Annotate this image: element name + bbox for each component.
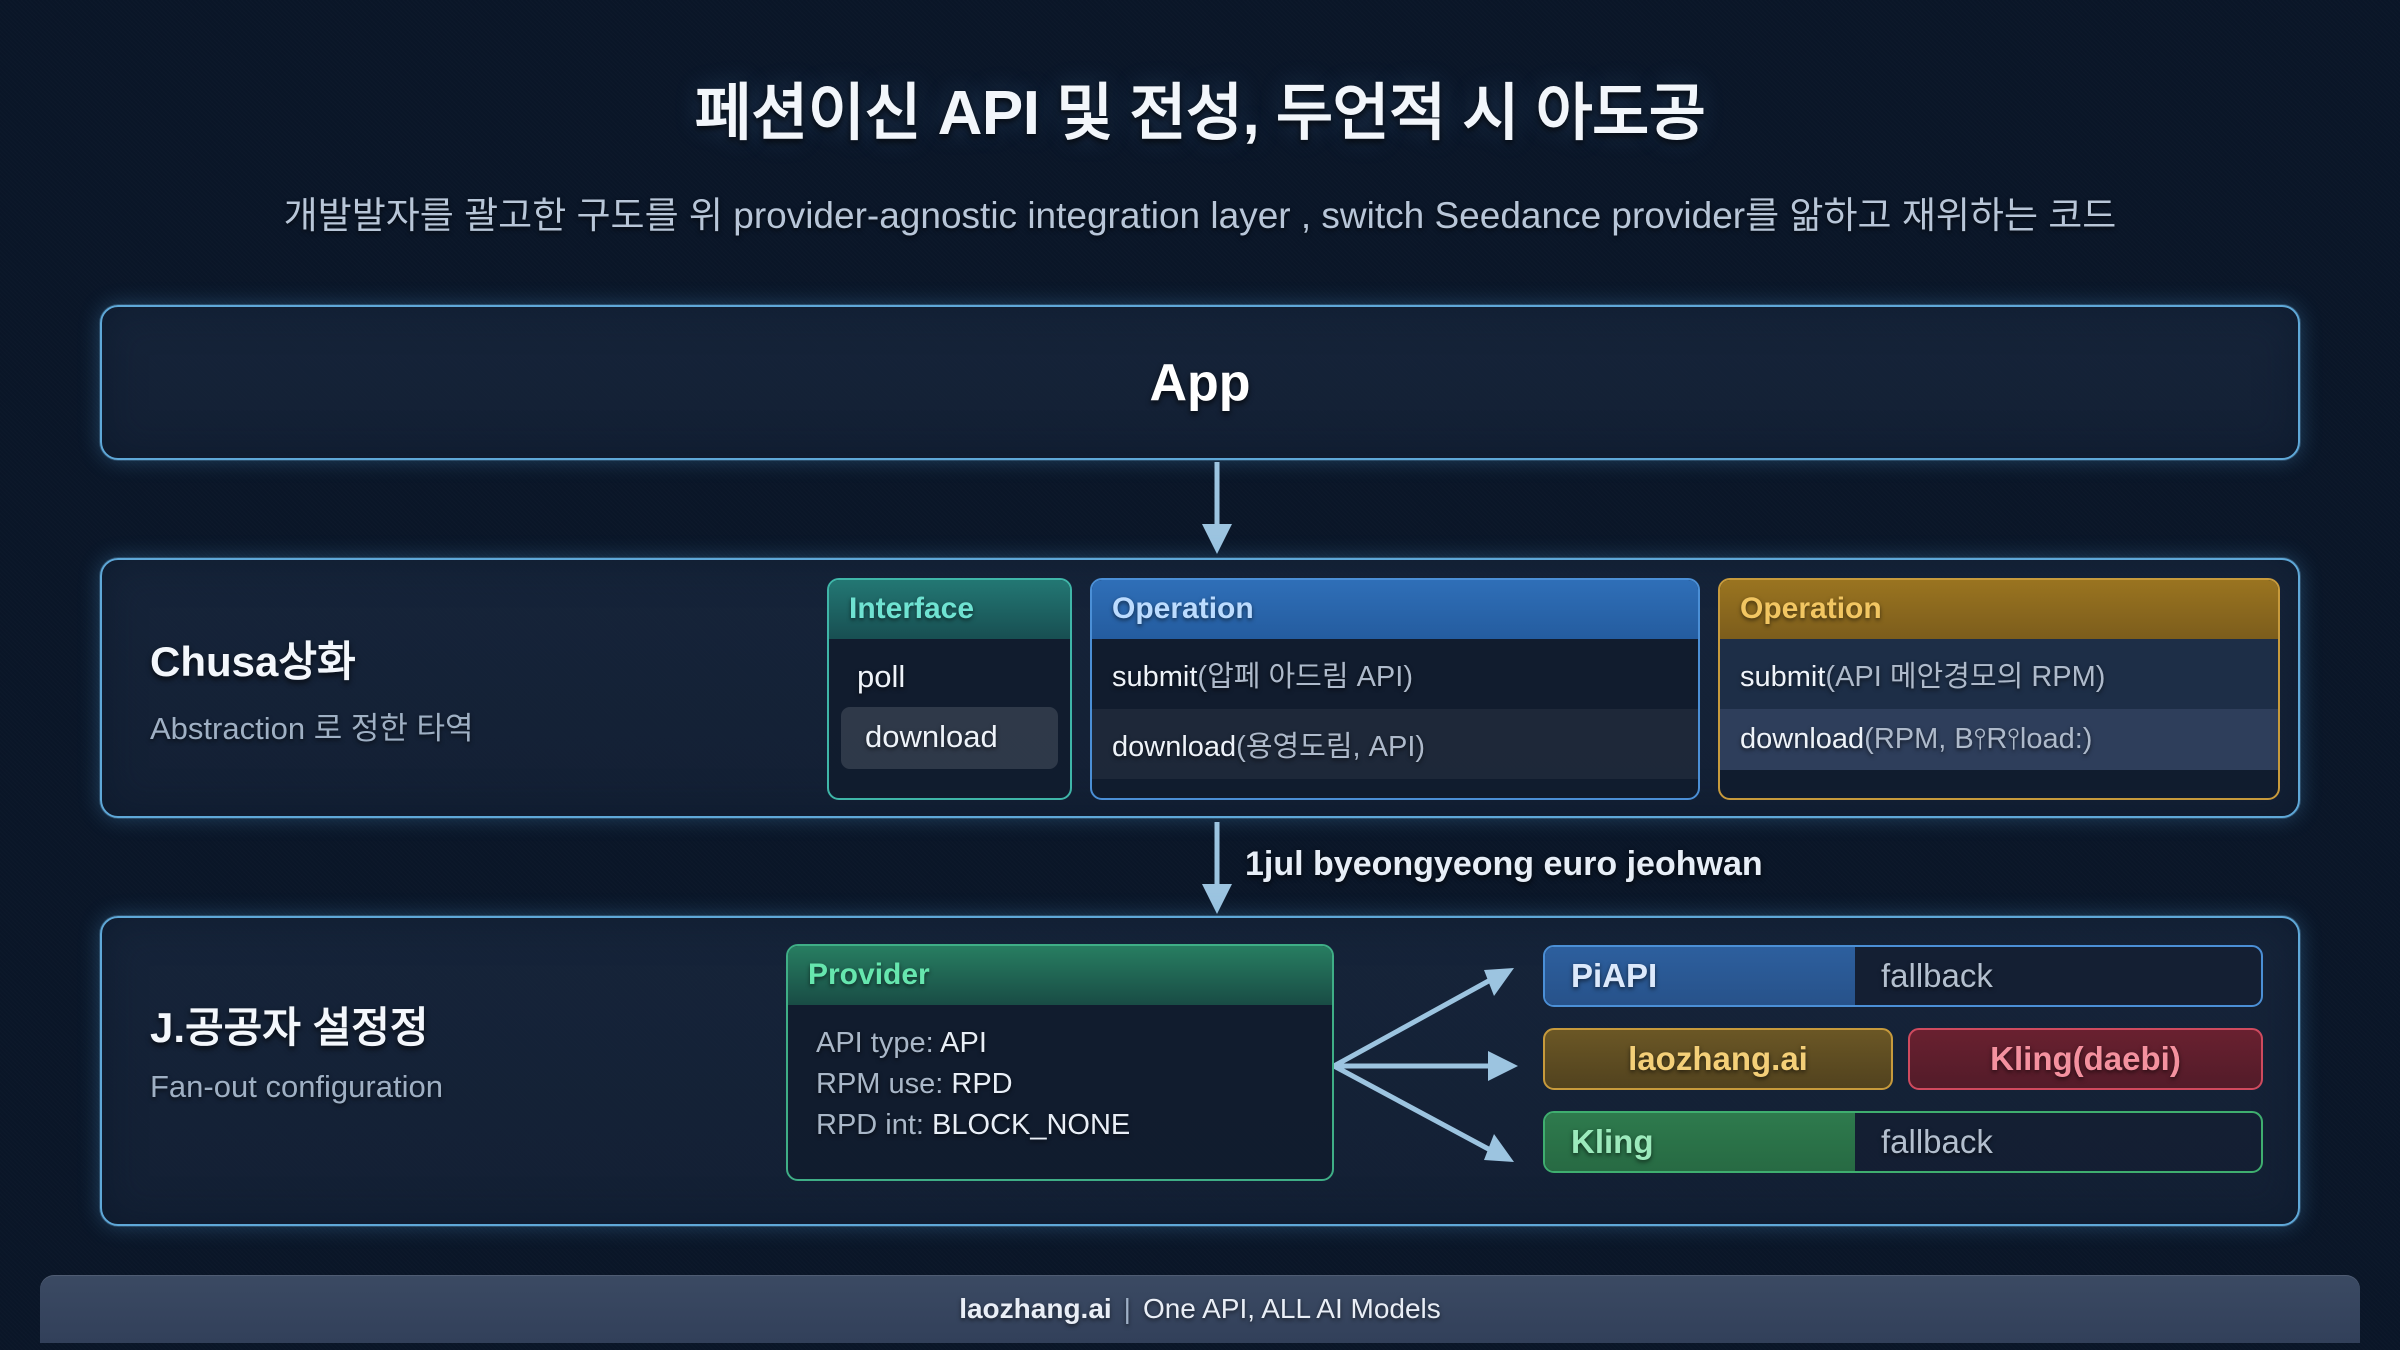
- interface-card-header: Interface: [829, 580, 1070, 639]
- footer-bar: laozhang.ai | One API, ALL AI Models: [40, 1275, 2360, 1343]
- footer-brand: laozhang.ai: [959, 1293, 1112, 1324]
- provider-pill-laozhang[interactable]: laozhang.ai: [1543, 1028, 1893, 1090]
- fanout-arrows-icon: [1334, 968, 1518, 1162]
- provider-key-api-type: API type:: [816, 1027, 934, 1059]
- provider-key-rpm-use: RPM use:: [816, 1068, 944, 1100]
- provider-value-rpm-use: RPD: [951, 1068, 1013, 1100]
- provider-pill-kling-name: Kling: [1545, 1113, 1855, 1171]
- interface-row-download[interactable]: download: [841, 707, 1058, 769]
- operation-blue-download-name: download: [1112, 731, 1237, 763]
- provider-key-rpd-int: RPD int:: [816, 1109, 924, 1141]
- provider-pill-kling-daebi[interactable]: Kling(daebi): [1908, 1028, 2263, 1090]
- footer-tagline: One API, ALL AI Models: [1142, 1293, 1441, 1324]
- page-subtitle: 개발발자를 괄고한 구도를 위 provider-agnostic integr…: [283, 195, 2117, 236]
- provider-card-header: Provider: [788, 946, 1332, 1005]
- operation-gold-header: Operation: [1720, 580, 2278, 639]
- provider-pill-kling[interactable]: Kling fallback: [1543, 1111, 2263, 1173]
- operation-blue-row-download[interactable]: download(용영도림, API): [1092, 709, 1698, 779]
- provider-value-api-type: API: [940, 1027, 987, 1059]
- provider-line-rpd-int: RPD int: BLOCK_NONE: [788, 1105, 1332, 1146]
- operation-blue-download-args: (용영도림, API): [1236, 731, 1426, 763]
- app-panel: App: [100, 305, 2300, 460]
- fanout-label-sub: Fan-out configuration: [150, 1069, 443, 1104]
- provider-pill-kling-tag: fallback: [1881, 1123, 1993, 1160]
- app-panel-title: App: [1149, 353, 1251, 412]
- operation-blue-submit-args: (압페 아드림 API): [1197, 661, 1413, 693]
- provider-line-rpm-use: RPM use: RPD: [788, 1064, 1332, 1105]
- abstraction-panel-label: Chusa상화 Abstraction 로 정한 타역: [150, 628, 474, 748]
- abstraction-label-sub: Abstraction 로 정한 타역: [150, 711, 474, 746]
- provider-line-api-type: API type: API: [788, 1023, 1332, 1064]
- operation-gold-submit-args: (API 메안경모의 RPM): [1825, 661, 2106, 693]
- abstraction-label-main: Chusa상화: [150, 638, 356, 685]
- interface-row-poll[interactable]: poll: [857, 659, 906, 694]
- operation-gold-row-submit[interactable]: submit(API 메안경모의 RPM): [1720, 639, 2278, 709]
- operation-gold-submit-name: submit: [1740, 661, 1826, 693]
- provider-card[interactable]: Provider API type: API RPM use: RPD RPD …: [786, 944, 1334, 1181]
- footer-separator: |: [1123, 1293, 1131, 1324]
- operation-gold-row-download[interactable]: download(RPM, B⫯R⫯load:): [1720, 709, 2278, 770]
- fanout-panel-label: J.공공자 설정정 Fan-out configuration: [150, 994, 443, 1105]
- fanout-label-main: J.공공자 설정정: [150, 1004, 429, 1051]
- provider-pill-piapi-tag: fallback: [1881, 957, 1993, 994]
- operation-blue-header: Operation: [1092, 580, 1698, 639]
- provider-pill-piapi[interactable]: PiAPI fallback: [1543, 945, 2263, 1007]
- provider-pill-piapi-name: PiAPI: [1545, 947, 1855, 1005]
- flow-label: 1jul byeongyeong euro jeohwan: [1245, 845, 1763, 883]
- operation-card-gold[interactable]: Operation submit(API 메안경모의 RPM) download…: [1718, 578, 2280, 800]
- provider-pill-laozhang-name: laozhang.ai: [1628, 1040, 1808, 1077]
- arrow-abstraction-to-fanout-icon: [1202, 822, 1232, 914]
- operation-gold-download-args: (RPM, B⫯R⫯load:): [1864, 723, 2093, 755]
- operation-blue-submit-name: submit: [1112, 661, 1198, 693]
- operation-card-blue[interactable]: Operation submit(압페 아드림 API) download(용영…: [1090, 578, 1700, 800]
- footer-content: laozhang.ai | One API, ALL AI Models: [959, 1293, 1441, 1325]
- operation-blue-row-submit[interactable]: submit(압페 아드림 API): [1092, 639, 1698, 709]
- provider-card-body: API type: API RPM use: RPD RPD int: BLOC…: [788, 1005, 1332, 1146]
- provider-pill-kling-daebi-name: Kling(daebi): [1990, 1040, 2181, 1077]
- interface-card-body: poll download: [829, 639, 1070, 769]
- provider-value-rpd-int: BLOCK_NONE: [932, 1109, 1131, 1141]
- interface-card[interactable]: Interface poll download: [827, 578, 1072, 800]
- page-title: 페션이신 API 및 전성, 두언적 시 아도공: [694, 79, 1706, 148]
- arrow-app-to-abstraction-icon: [1202, 462, 1232, 554]
- operation-gold-download-name: download: [1740, 723, 1865, 755]
